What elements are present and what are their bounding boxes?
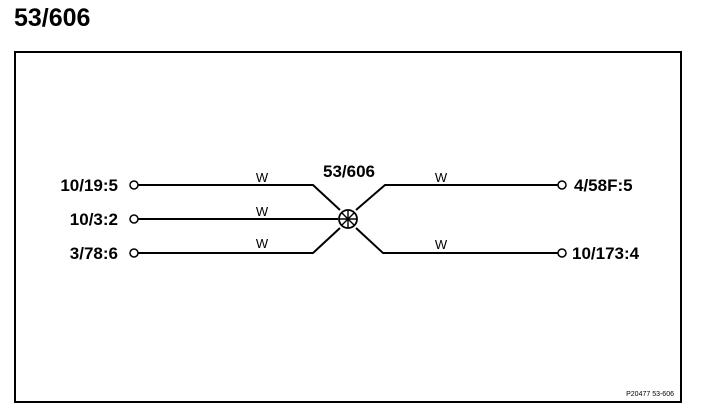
wire-color-label-right-2: W <box>435 237 448 252</box>
right-wire-1 <box>355 180 567 211</box>
wire-color-label-left-1: W <box>256 170 269 185</box>
left-wire-2 <box>129 214 338 224</box>
terminal-label-right-2: 10/173:4 <box>572 244 640 263</box>
left-wire-3 <box>129 227 341 258</box>
terminal-label-left-1: 10/19:5 <box>60 176 118 195</box>
right-wire-2 <box>355 227 567 258</box>
terminal-connector <box>557 248 567 258</box>
wire-color-label-left-2: W <box>256 204 269 219</box>
reference-code: P20477 53-606 <box>626 391 674 398</box>
wire-color-label-right-1: W <box>435 170 448 185</box>
wire-color-label-left-3: W <box>256 236 269 251</box>
terminal-label-right-1: 4/58F:5 <box>574 176 633 195</box>
diagram-frame <box>14 51 682 403</box>
terminal-connector <box>129 248 139 258</box>
page-title: 53/606 <box>14 4 91 32</box>
terminal-connector <box>129 214 139 224</box>
terminal-connector <box>557 180 567 190</box>
splice-label: 53/606 <box>323 162 375 181</box>
splice-icon <box>338 209 358 229</box>
terminal-label-left-3: 3/78:6 <box>70 244 118 263</box>
terminal-label-left-2: 10/3:2 <box>70 210 118 229</box>
terminal-connector <box>129 180 139 190</box>
left-wire-1 <box>129 180 341 211</box>
